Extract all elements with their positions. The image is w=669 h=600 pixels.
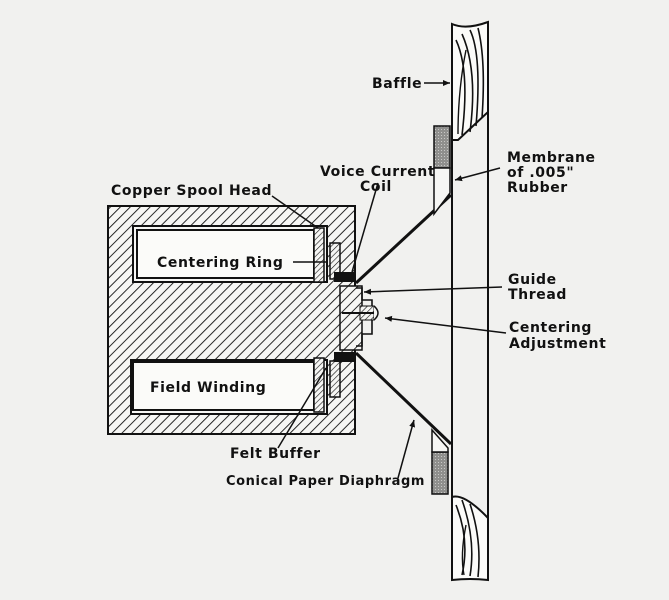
- felt-ring-lower-wedge: [431, 428, 449, 453]
- centering-adjustment-screw: [342, 287, 379, 347]
- label-voice-coil-2: Coil: [360, 179, 392, 195]
- felt-ring-upper: [433, 125, 451, 169]
- copper-spool-head-lower: [313, 357, 325, 413]
- label-membrane-1: Membrane: [507, 150, 596, 166]
- felt-ring-lower: [431, 451, 449, 495]
- leader-conical-diaphragm: [397, 419, 416, 479]
- copper-spool-head-upper: [313, 227, 325, 283]
- label-membrane-2: of .005": [507, 165, 574, 181]
- diaphragm-lower: [354, 351, 453, 446]
- label-guide-thread-2: Thread: [508, 287, 567, 303]
- centering-ring-lower: [329, 360, 341, 398]
- centering-ring-box: [136, 229, 315, 279]
- label-baffle: Baffle: [372, 76, 422, 92]
- label-voice-coil-1: Voice Current: [320, 164, 435, 180]
- leader-copper-spool-head: [271, 195, 319, 229]
- baffle-wood-upper: [451, 20, 489, 141]
- label-field-winding: Field Winding: [150, 380, 266, 396]
- leader-membrane: [454, 167, 501, 182]
- voice-coil-lower: [334, 352, 356, 362]
- label-copper-spool-head: Copper Spool Head: [111, 183, 272, 199]
- label-guide-thread-1: Guide: [508, 272, 557, 288]
- felt-ring-upper-wedge: [433, 167, 451, 217]
- baffle-wood-lower: [451, 495, 489, 582]
- leader-guide-thread: [363, 286, 503, 295]
- leader-felt-buffer: [277, 367, 327, 449]
- voice-coil-upper: [334, 272, 356, 282]
- label-centering-adjustment-1: Centering: [509, 320, 592, 336]
- leader-voice-coil: [351, 182, 379, 273]
- label-centering-ring: Centering Ring: [157, 255, 283, 271]
- label-centering-adjustment-2: Adjustment: [509, 336, 606, 352]
- field-winding-box: [132, 361, 315, 411]
- label-conical-paper-diaphragm: Conical Paper Diaphragm: [226, 474, 425, 489]
- leader-centering-adjustment: [384, 315, 507, 334]
- label-felt-buffer: Felt Buffer: [230, 446, 321, 462]
- label-membrane-3: Rubber: [507, 180, 568, 196]
